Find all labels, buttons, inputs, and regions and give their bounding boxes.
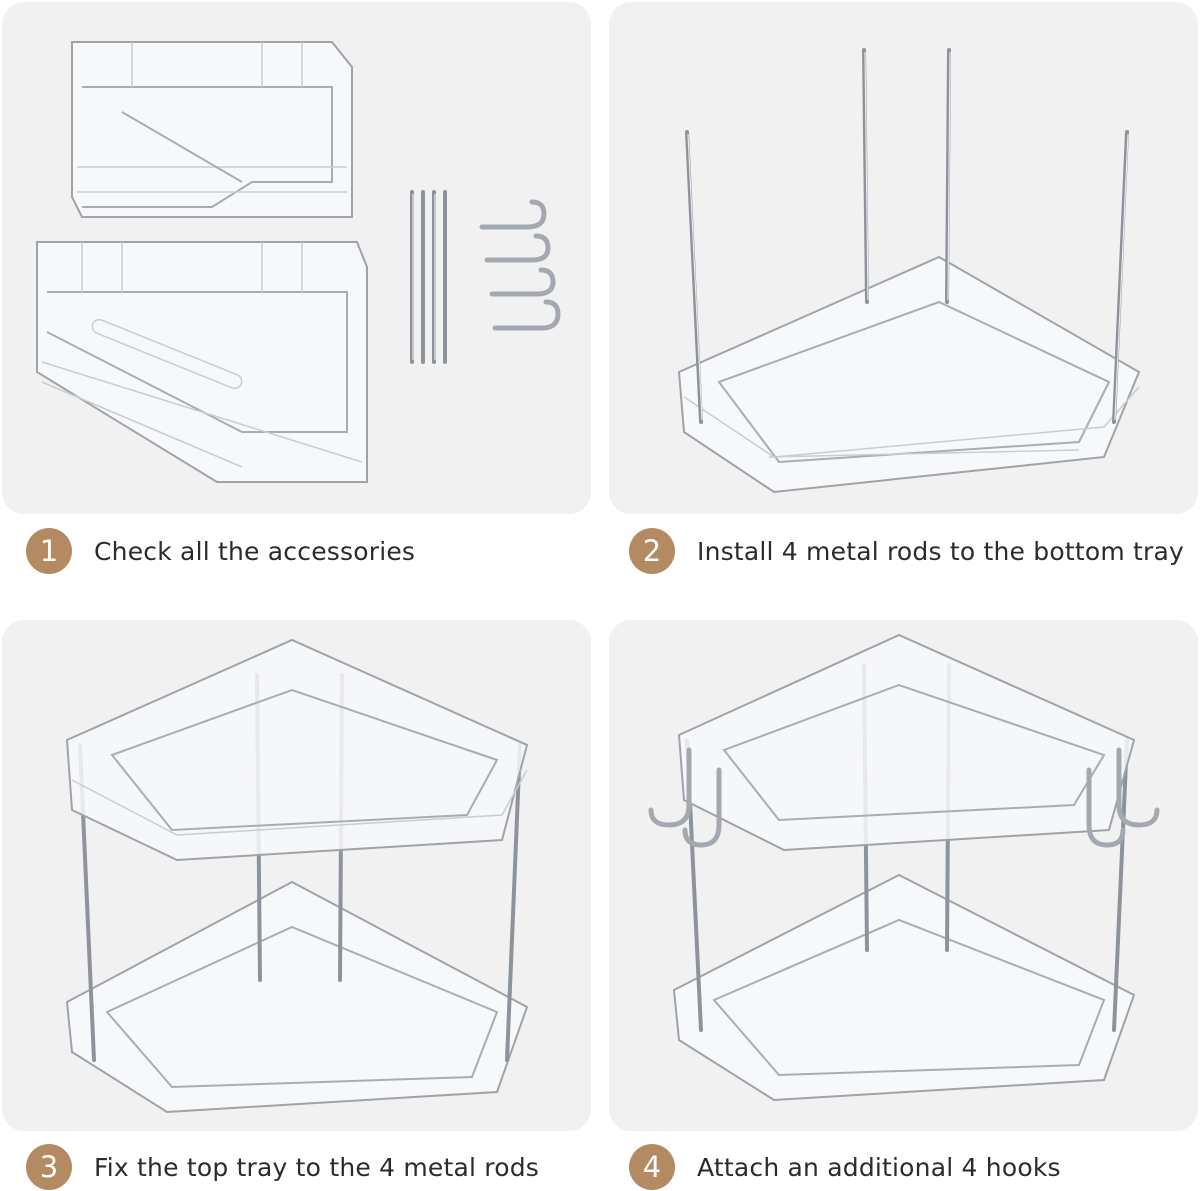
lower-tier-illustration xyxy=(65,880,529,1114)
step-label: Check all the accessories xyxy=(94,536,416,566)
upper-tier-illustration xyxy=(65,638,529,862)
step-2-caption: 2 Install 4 metal rods to the bottom tra… xyxy=(629,527,1184,575)
bottom-tray-illustration xyxy=(677,255,1141,494)
attach-hooks-image xyxy=(609,620,1198,1131)
hooks-group xyxy=(479,199,561,331)
upper-tier-illustration xyxy=(677,633,1136,852)
install-rods-image xyxy=(609,2,1198,514)
lower-tier-illustration xyxy=(672,873,1136,1102)
step-label: Attach an additional 4 hooks xyxy=(697,1152,1061,1182)
step-label: Install 4 metal rods to the bottom tray xyxy=(697,536,1185,566)
step-number-badge: 3 xyxy=(26,1144,72,1190)
lower-tray-illustration xyxy=(36,241,368,483)
fix-top-tray-image xyxy=(2,620,591,1131)
side-hooks xyxy=(648,747,1160,848)
accessories-image xyxy=(2,2,591,514)
step-1-caption: 1 Check all the accessories xyxy=(26,527,415,575)
upper-tray-illustration xyxy=(71,41,353,218)
step-label: Fix the top tray to the 4 metal rods xyxy=(94,1152,540,1182)
metal-rods-bundle xyxy=(410,190,447,364)
step-number-badge: 4 xyxy=(629,1144,675,1190)
step-4-caption: 4 Attach an additional 4 hooks xyxy=(629,1143,1061,1191)
step-number-badge: 2 xyxy=(629,528,675,574)
step-number-badge: 1 xyxy=(26,528,72,574)
step-3-caption: 3 Fix the top tray to the 4 metal rods xyxy=(26,1143,539,1191)
vertical-rods xyxy=(685,48,1129,424)
